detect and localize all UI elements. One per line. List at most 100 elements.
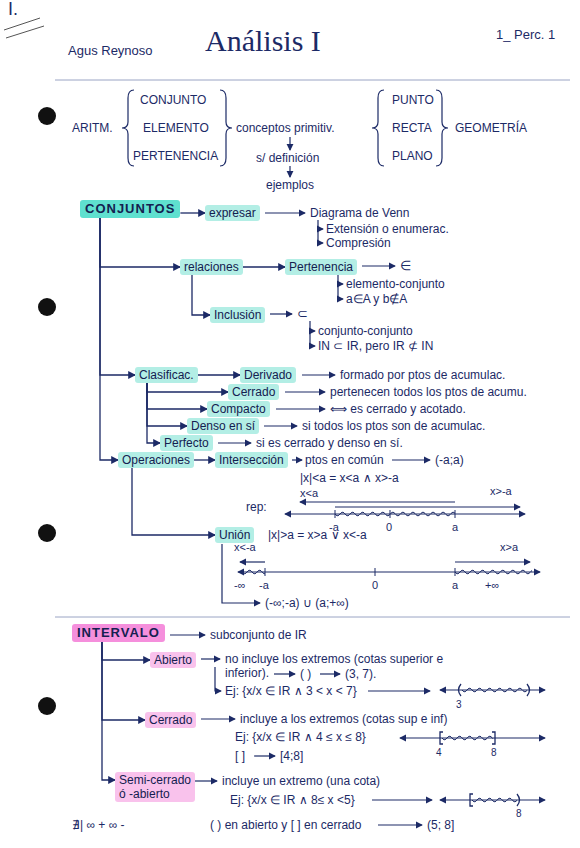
note-text: conceptos primitiv.	[236, 121, 334, 135]
node-text: ó -abierto	[119, 787, 191, 801]
note-text: a	[452, 578, 458, 592]
note-text: ⊂	[297, 307, 308, 321]
note-text: 0	[372, 578, 378, 592]
node-text: Semi-cerrado	[119, 773, 191, 787]
pen-arrow	[378, 824, 422, 825]
punch-hole	[38, 524, 56, 542]
subtopic-highlight: Unión	[215, 527, 254, 543]
subtopic-highlight: Semi-cerradoó -abierto	[115, 772, 195, 802]
node-text: Cerrado	[149, 713, 192, 727]
pen-arrow	[264, 425, 297, 426]
pen-arrow	[289, 166, 290, 177]
subtopic-highlight: Cerrado	[145, 712, 196, 728]
note-text: GEOMETRÍA	[455, 121, 527, 135]
note-text: 8	[516, 807, 522, 821]
punch-hole	[38, 298, 56, 316]
note-text: pertenecen todos los ptos de acumu.	[330, 385, 527, 399]
pen-arrow	[338, 284, 343, 299]
note-text: (-∞;-a) ∪ (a;+∞)	[265, 596, 349, 610]
note-text: Ej: {x/x ∈ IR ∧ 8≤ x <5}	[230, 793, 355, 807]
note-text: 8	[491, 746, 497, 760]
curly-brace	[436, 90, 448, 166]
pen-arrow	[274, 673, 295, 674]
pen-arrow	[335, 506, 520, 507]
branch-arrow	[147, 383, 160, 443]
branch-arrow	[102, 642, 145, 720]
note-text: a∈A y b∉A	[346, 292, 407, 306]
branch-arrow	[100, 218, 180, 267]
note-text: subconjunto de IR	[210, 628, 307, 642]
note-text: ∄| ∞ + ∞ -	[72, 818, 125, 832]
interval-bracket	[527, 684, 530, 696]
note-text: ( )	[300, 667, 311, 681]
note-text: si todos los ptos son de acumulac.	[302, 419, 485, 433]
pen-arrow	[372, 799, 432, 800]
curly-brace	[220, 90, 232, 166]
interval-shading	[242, 570, 265, 573]
note-text: formado por ptos de acumulac.	[340, 368, 505, 382]
subtopic-highlight: Compacto	[207, 401, 270, 417]
node-text: INTERVALO	[77, 626, 160, 640]
note-text: [ ]	[235, 749, 245, 763]
pen-arrow	[254, 755, 275, 756]
note-text: incluye un extremo (una cota)	[222, 774, 380, 788]
note-text: 4	[436, 746, 442, 760]
note-text: RECTA	[392, 121, 432, 135]
note-text: Diagrama de Venn	[310, 206, 409, 220]
pen-stroke	[4, 18, 44, 38]
branch-arrow	[243, 266, 285, 267]
branch-arrow	[192, 275, 210, 315]
topic-highlight: INTERVALO	[72, 624, 165, 642]
node-text: Abierto	[154, 653, 192, 667]
note-text: ptos en común	[305, 453, 384, 467]
branch-arrow	[147, 383, 187, 426]
axis-tick	[375, 568, 376, 576]
pen-arrow	[455, 561, 530, 562]
node-text: Inclusión	[214, 308, 261, 322]
note-text: |x|<a = x<a ∧ x>-a	[300, 471, 399, 485]
note-text: Compresión	[326, 236, 391, 250]
interval-bracket	[517, 794, 520, 806]
page-title: Análisis I	[205, 24, 321, 58]
topic-highlight: CONJUNTOS	[80, 200, 180, 218]
pen-arrow	[318, 220, 323, 229]
node-text: CONJUNTOS	[85, 202, 175, 216]
subtopic-highlight: Intersección	[215, 452, 288, 468]
punch-hole	[38, 107, 56, 125]
note-text: elemento-conjunto	[346, 277, 445, 291]
branch-arrow	[194, 459, 215, 460]
pen-arrow	[215, 667, 221, 691]
note-text: -a	[259, 578, 269, 592]
pen-arrow	[318, 229, 323, 243]
note-text: -∞	[234, 578, 246, 592]
note-text: si es cerrado y denso en sí.	[256, 436, 403, 450]
subtopic-highlight: Inclusión	[210, 307, 265, 323]
note-text: CONJUNTO	[140, 93, 206, 107]
subtopic-highlight: Abierto	[150, 652, 196, 668]
interval-shading	[335, 512, 455, 516]
note-text: [4;8]	[280, 749, 303, 763]
pen-arrow	[338, 274, 343, 284]
pen-arrow	[292, 459, 302, 460]
note-text: x<-a	[234, 540, 256, 554]
note-text: s/ definición	[256, 151, 319, 165]
node-text: Clasificac.	[139, 368, 194, 382]
note-text: ∈	[400, 259, 411, 273]
note-text: |x|>a = x>a ∨ x<-a	[268, 528, 367, 542]
node-text: Denso en sí	[191, 419, 255, 433]
note-text: x>a	[500, 540, 518, 554]
branch-arrow	[102, 642, 150, 660]
note-text: PERTENENCIA	[133, 149, 218, 163]
note-text: PUNTO	[392, 93, 434, 107]
page-rule	[55, 80, 570, 81]
pen-arrow	[194, 780, 217, 781]
node-text: Intersección	[219, 453, 284, 467]
note-text: no incluye los extremos (cotas superior …	[225, 652, 455, 680]
interval-shading	[455, 570, 532, 574]
node-text: Cerrado	[232, 385, 275, 399]
note-text: 0	[386, 520, 392, 534]
note-text: incluye a los extremos (cotas sup e inf)	[240, 712, 447, 726]
node-text: Derivado	[244, 368, 292, 382]
note-text: (5; 8]	[427, 818, 454, 832]
branch-arrow	[102, 642, 115, 780]
